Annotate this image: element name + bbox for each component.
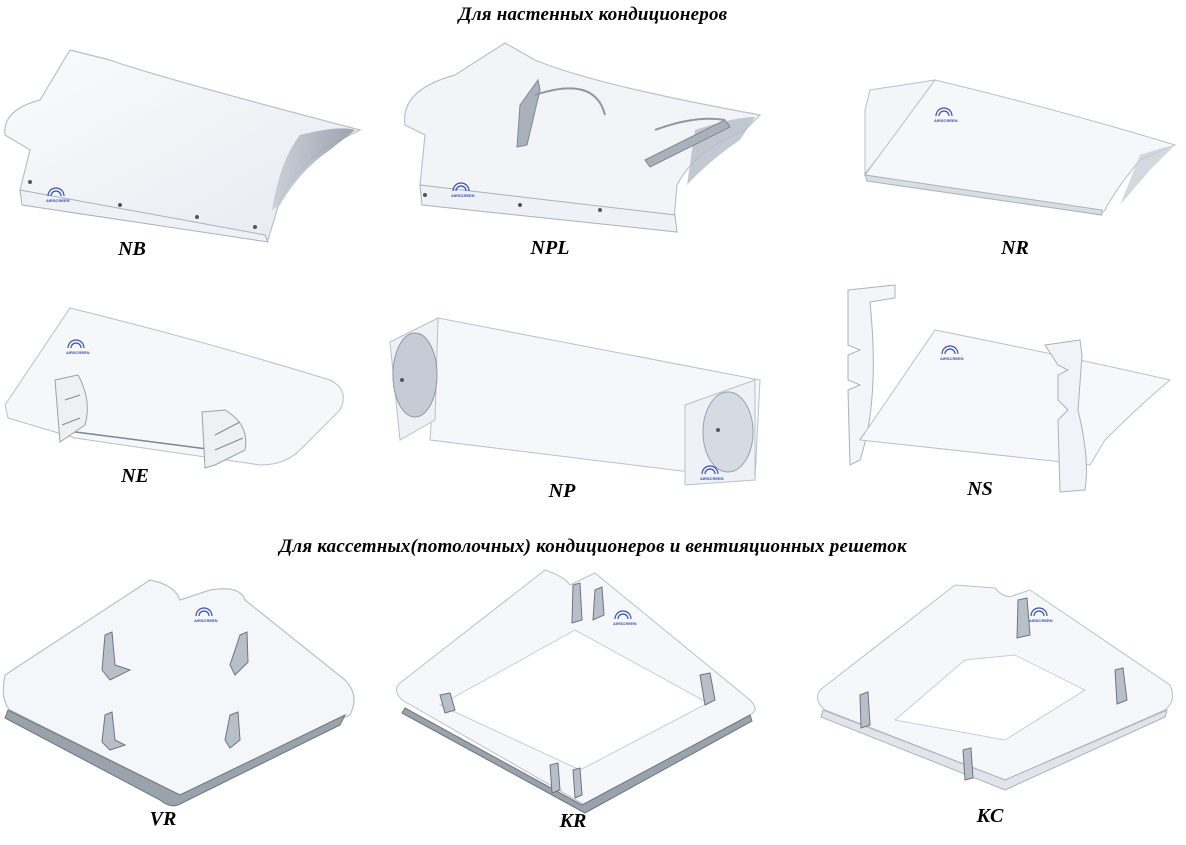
product-kc[interactable]: AIRSCREEN KC [805,580,1186,840]
airscreen-logo: AIRSCREEN [451,182,475,198]
svg-text:AIRSCREEN: AIRSCREEN [194,618,218,623]
svg-text:AIRSCREEN: AIRSCREEN [46,198,70,203]
heading-wall-units: Для настенных кондиционеров [458,4,728,25]
svg-text:AIRSCREEN: AIRSCREEN [940,356,964,361]
airscreen-logo: AIRSCREEN [194,607,218,623]
product-kr[interactable]: AIRSCREEN KR [390,565,770,840]
product-ns-image: AIRSCREEN [847,284,1172,493]
airscreen-logo: AIRSCREEN [66,339,90,355]
product-npl-image: AIRSCREEN [404,42,762,233]
product-nr-image: AIRSCREEN [864,79,1177,216]
label-kc: KC [976,805,1004,827]
product-nb-image: AIRSCREEN [4,49,362,243]
label-nr: NR [1001,237,1029,259]
svg-text:AIRSCREEN: AIRSCREEN [66,350,90,355]
airscreen-logo: AIRSCREEN [46,187,70,203]
product-vr-image: AIRSCREEN [2,579,355,807]
airscreen-logo: AIRSCREEN [940,345,964,361]
airscreen-logo: AIRSCREEN [1029,607,1053,623]
airscreen-logo: AIRSCREEN [934,107,958,123]
label-npl: NPL [530,237,570,259]
product-nb[interactable]: AIRSCREEN NB [0,30,370,270]
airscreen-logo: AIRSCREEN [700,465,724,481]
product-ne[interactable]: AIRSCREEN NE [0,300,370,510]
svg-text:AIRSCREEN: AIRSCREEN [934,118,958,123]
product-kr-image: AIRSCREEN [396,569,756,814]
svg-text:AIRSCREEN: AIRSCREEN [700,476,724,481]
product-vr[interactable]: AIRSCREEN VR [0,570,370,840]
product-np[interactable]: AIRSCREEN NP [380,310,770,510]
product-nr[interactable]: AIRSCREEN NR [840,70,1186,270]
label-vr: VR [149,808,177,830]
label-ns: NS [967,478,993,500]
product-np-image: AIRSCREEN [389,317,761,486]
airscreen-logo: AIRSCREEN [613,610,637,626]
product-ne-image: AIRSCREEN [4,307,344,469]
svg-text:AIRSCREEN: AIRSCREEN [1029,618,1053,623]
heading-cassette-units: Для кассетных(потолочных) кондиционеров … [279,536,907,557]
svg-text:AIRSCREEN: AIRSCREEN [451,193,475,198]
label-nb: NB [118,238,146,260]
product-kc-image: AIRSCREEN [816,584,1174,791]
label-ne: NE [121,465,149,487]
svg-text:AIRSCREEN: AIRSCREEN [613,621,637,626]
product-npl[interactable]: AIRSCREEN NPL [395,35,775,270]
label-np: NP [548,480,576,502]
product-ns[interactable]: AIRSCREEN NS [840,280,1186,505]
label-kr: KR [559,810,587,832]
